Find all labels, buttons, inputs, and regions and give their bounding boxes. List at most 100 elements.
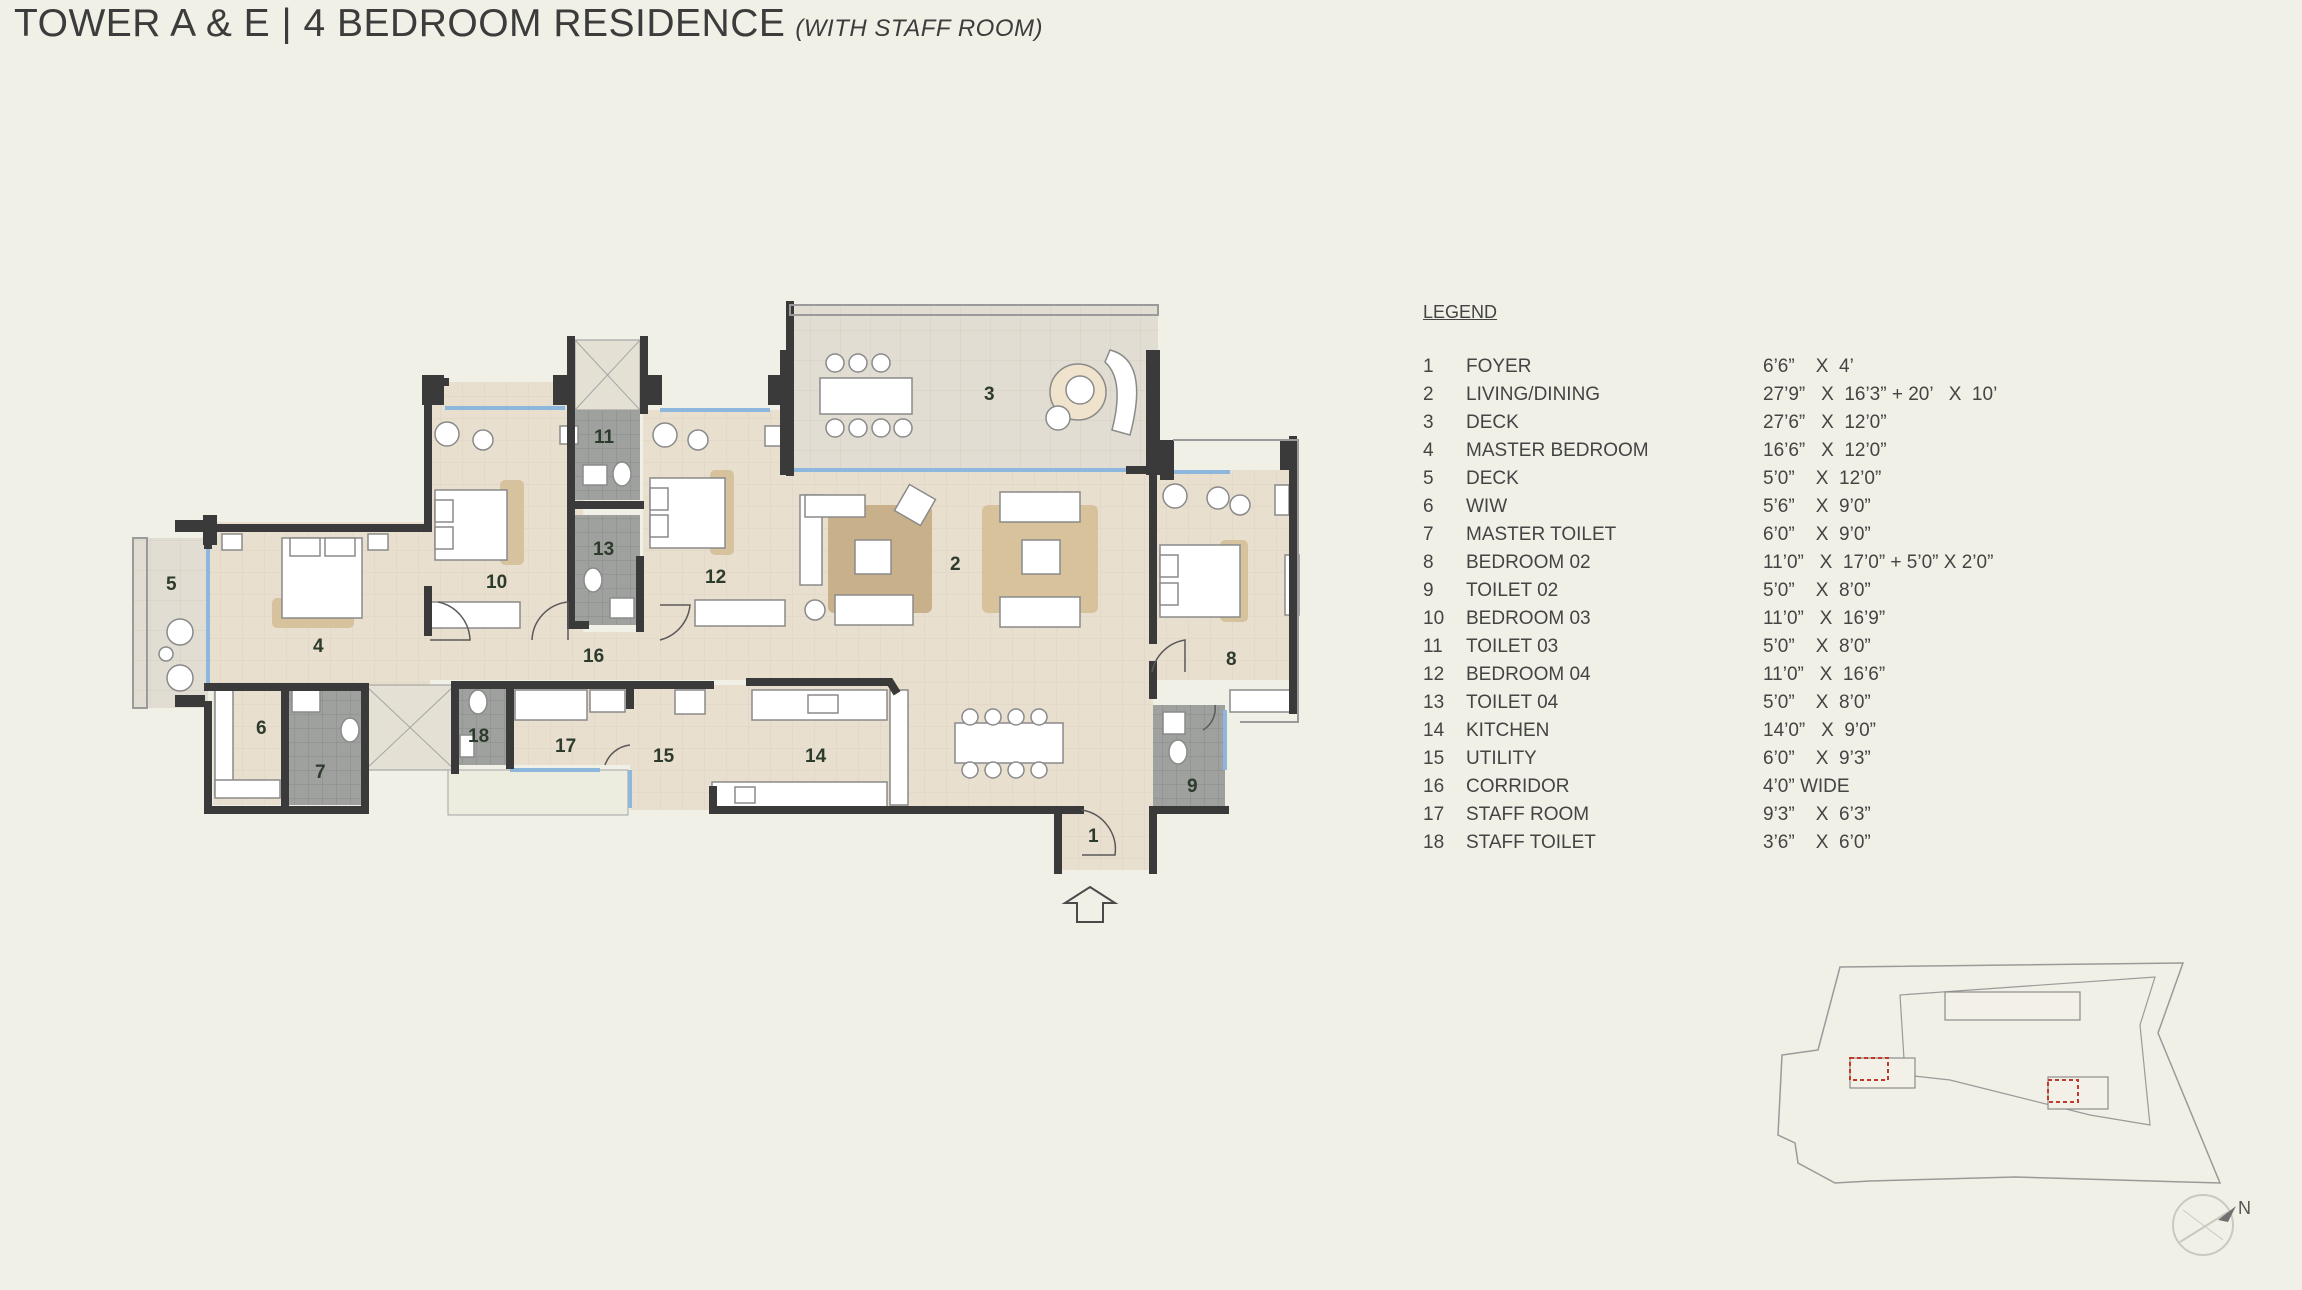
legend-dim: 11’0” X 16’6” bbox=[1763, 664, 1886, 685]
legend-rows: 1 FOYER 6’6” X 4’ 2 LIVING/DINING 27’9” X 16’… bbox=[1423, 353, 1997, 857]
legend-name: CORRIDOR bbox=[1466, 776, 1570, 797]
key-building-left bbox=[1849, 1057, 1916, 1089]
room-numbers: 1 2 3 4 5 6 7 8 9 10 11 12 13 14 15 16 1… bbox=[166, 384, 1237, 847]
legend-num: 10 bbox=[1423, 608, 1445, 629]
legend-name: DECK bbox=[1466, 412, 1519, 433]
legend-num: 5 bbox=[1423, 468, 1434, 489]
legend-dim: 5’0” X 8’0” bbox=[1763, 580, 1871, 601]
room-label-17: 17 bbox=[555, 736, 576, 757]
room-label-5: 5 bbox=[166, 574, 177, 595]
legend-dim: 6’6” X 4’ bbox=[1763, 356, 1854, 377]
legend-name: BEDROOM 03 bbox=[1466, 608, 1591, 629]
room-label-14: 14 bbox=[805, 746, 827, 767]
legend-name: MASTER TOILET bbox=[1466, 524, 1617, 545]
room-label-2: 2 bbox=[950, 554, 961, 575]
key-highlight-tower-a bbox=[1849, 1057, 1889, 1081]
legend-name: KITCHEN bbox=[1466, 720, 1550, 741]
legend-name: TOILET 04 bbox=[1466, 692, 1559, 713]
legend-row: 16 CORRIDOR 4’0” WIDE bbox=[1423, 773, 1997, 801]
legend-dim: 6’0” X 9’3” bbox=[1763, 748, 1871, 769]
room-label-11: 11 bbox=[594, 427, 615, 448]
room-label-8: 8 bbox=[1226, 649, 1237, 670]
legend-name: WIW bbox=[1466, 496, 1508, 517]
up-arrow-icon bbox=[1061, 885, 1119, 923]
legend-dim: 3’6” X 6’0” bbox=[1763, 832, 1871, 853]
floor-plan: 1 2 3 4 5 6 7 8 9 10 11 12 13 14 15 16 1… bbox=[132, 301, 1300, 923]
legend-heading: LEGEND bbox=[1423, 302, 1498, 322]
wall-wiw bbox=[204, 701, 369, 814]
legend-row: 10 BEDROOM 03 11’0” X 16’9” bbox=[1423, 605, 1997, 633]
legend-name: STAFF TOILET bbox=[1466, 832, 1596, 853]
compass-icon: N bbox=[2172, 1194, 2251, 1256]
page-title: TOWER A & E | 4 BEDROOM RESIDENCE (WITH S… bbox=[14, 2, 1043, 46]
legend-num: 15 bbox=[1423, 748, 1445, 769]
legend-dim: 9’3” X 6’3” bbox=[1763, 804, 1871, 825]
legend-row: 2 LIVING/DINING 27’9” X 16’3” + 20’ X 10’ bbox=[1423, 381, 1997, 409]
legend-num: 13 bbox=[1423, 692, 1445, 713]
legend-row: 1 FOYER 6’6” X 4’ bbox=[1423, 353, 1997, 381]
legend-num: 18 bbox=[1423, 832, 1445, 853]
legend-num: 1 bbox=[1423, 356, 1434, 377]
legend-row: 12 BEDROOM 04 11’0” X 16’6” bbox=[1423, 661, 1997, 689]
legend-dim: 5’0” X 8’0” bbox=[1763, 692, 1871, 713]
legend-name: UTILITY bbox=[1466, 748, 1537, 769]
legend-num: 6 bbox=[1423, 496, 1434, 517]
title-main: TOWER A & E | 4 BEDROOM RESIDENCE bbox=[14, 2, 786, 45]
room-label-15: 15 bbox=[653, 746, 675, 767]
legend-dim: 16’6” X 12’0” bbox=[1763, 440, 1887, 461]
room-label-4: 4 bbox=[313, 636, 324, 657]
corridor-floor bbox=[208, 632, 1153, 680]
legend-name: TOILET 03 bbox=[1466, 636, 1559, 657]
glazing bbox=[206, 406, 1230, 808]
legend-dim: 11’0” X 16’9” bbox=[1763, 608, 1886, 629]
key-building-top bbox=[1944, 991, 2081, 1021]
legend-num: 9 bbox=[1423, 580, 1434, 601]
key-highlight-tower-e bbox=[2047, 1079, 2079, 1103]
legend-num: 7 bbox=[1423, 524, 1434, 545]
deck-outlines bbox=[132, 304, 1299, 723]
legend-num: 12 bbox=[1423, 664, 1445, 685]
legend-dim: 4’0” WIDE bbox=[1763, 776, 1850, 797]
legend-name: LIVING/DINING bbox=[1466, 384, 1601, 405]
legend-name: MASTER BEDROOM bbox=[1466, 440, 1649, 461]
legend-dim: 27’9” X 16’3” + 20’ X 10’ bbox=[1763, 384, 1998, 405]
legend-name: BEDROOM 04 bbox=[1466, 664, 1591, 685]
room-label-3: 3 bbox=[984, 384, 995, 405]
room-label-10: 10 bbox=[486, 572, 507, 593]
legend-num: 2 bbox=[1423, 384, 1434, 405]
legend-name: STAFF ROOM bbox=[1466, 804, 1590, 825]
legend-row: 18 STAFF TOILET 3’6” X 6’0” bbox=[1423, 829, 1997, 857]
doors bbox=[430, 601, 1216, 856]
deck-table bbox=[819, 377, 913, 415]
legend-dim: 6’0” X 9’0” bbox=[1763, 524, 1871, 545]
key-highlights bbox=[1849, 1057, 2079, 1103]
room-label-6: 6 bbox=[256, 718, 267, 739]
title-sub: (WITH STAFF ROOM) bbox=[795, 15, 1043, 42]
site-outline bbox=[1777, 962, 2222, 1184]
legend-num: 8 bbox=[1423, 552, 1434, 573]
room-label-9: 9 bbox=[1187, 776, 1198, 797]
legend-name: FOYER bbox=[1466, 356, 1532, 377]
legend-num: 17 bbox=[1423, 804, 1445, 825]
legend-num: 16 bbox=[1423, 776, 1445, 797]
legend-row: 17 STAFF ROOM 9’3” X 6’3” bbox=[1423, 801, 1997, 829]
legend-row: 15 UTILITY 6’0” X 9’3” bbox=[1423, 745, 1997, 773]
legend-dim: 5’0” X 12’0” bbox=[1763, 468, 1882, 489]
shaft-crosses bbox=[364, 339, 641, 771]
legend-num: 3 bbox=[1423, 412, 1434, 433]
legend-num: 14 bbox=[1423, 720, 1445, 741]
key-plan bbox=[1777, 962, 2222, 1184]
toilet-03-floor bbox=[575, 410, 640, 500]
foyer-floor bbox=[1058, 810, 1153, 870]
staff-balcony bbox=[447, 769, 629, 816]
legend-num: 11 bbox=[1423, 636, 1443, 657]
room-label-18: 18 bbox=[468, 726, 489, 747]
legend-row: 7 MASTER TOILET 6’0” X 9’0” bbox=[1423, 521, 1997, 549]
room-label-12: 12 bbox=[705, 567, 726, 588]
